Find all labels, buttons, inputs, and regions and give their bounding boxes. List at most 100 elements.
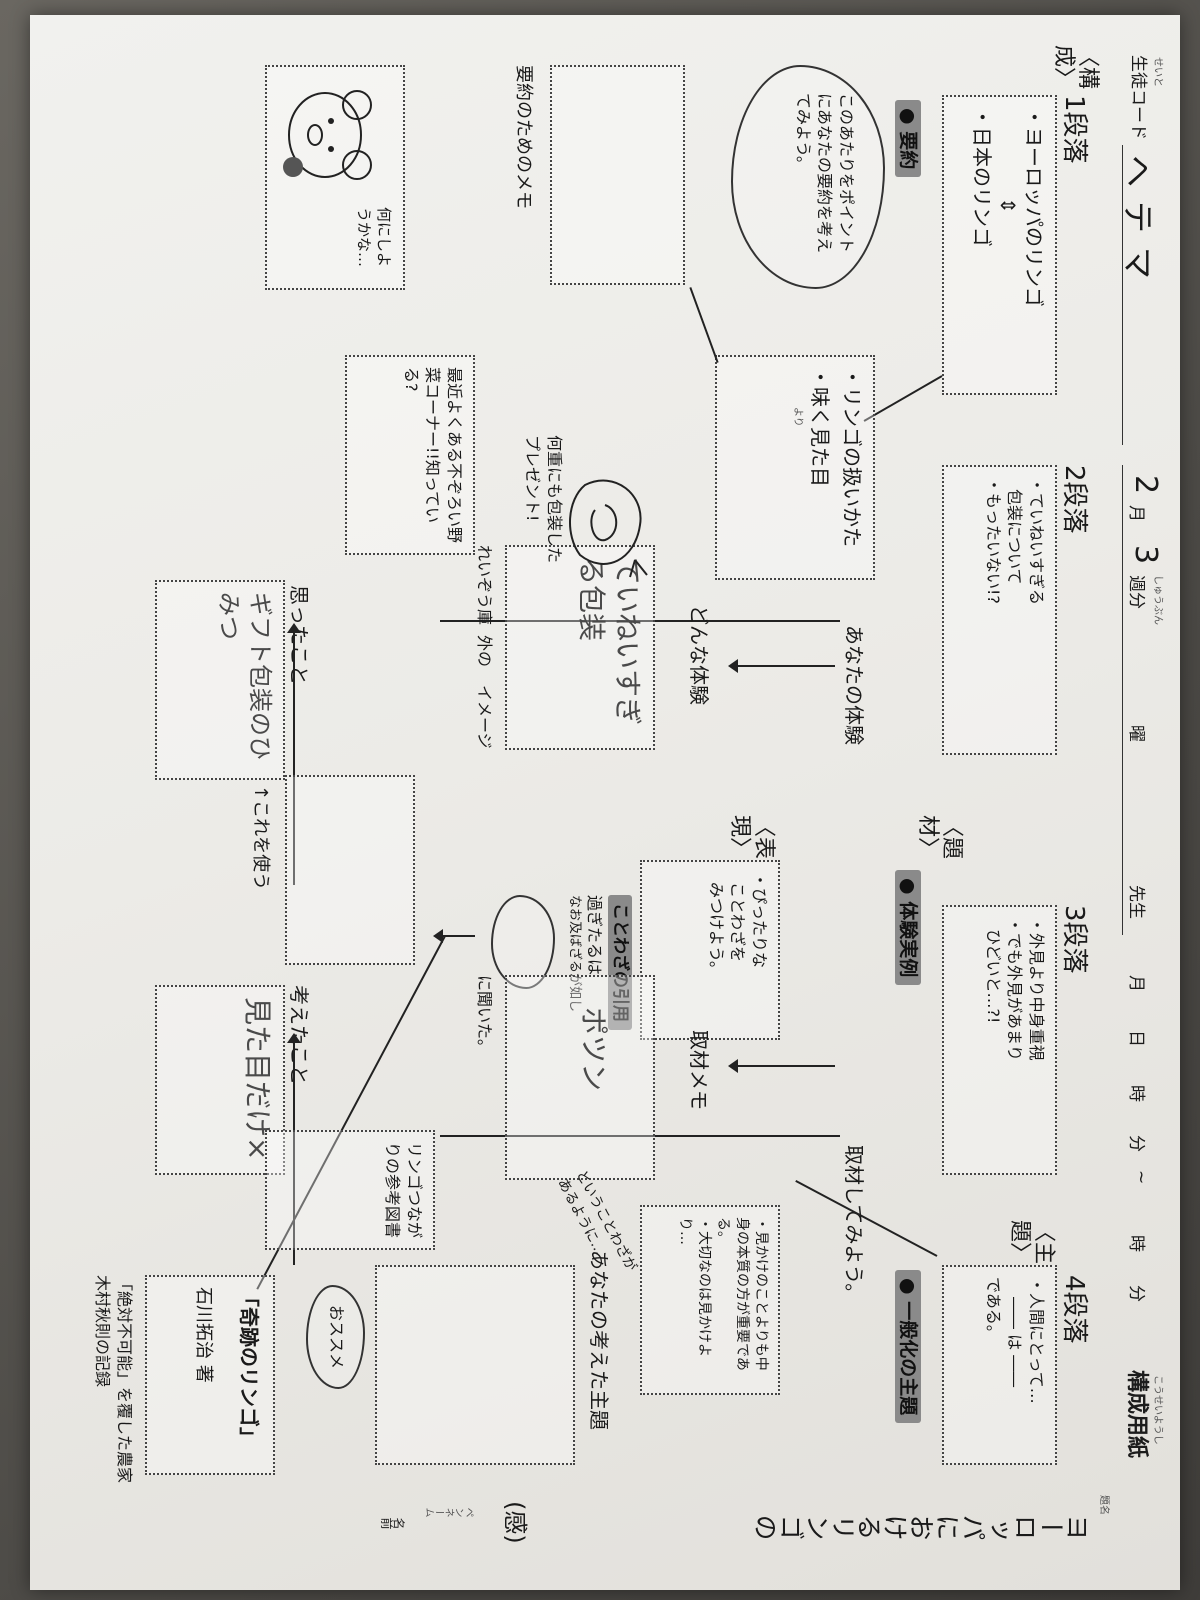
book-title: 「奇跡のリンゴ」 [237, 1287, 261, 1447]
references-box: リンゴつながりの参考図書 [265, 1130, 435, 1250]
header-underline-2 [1122, 465, 1123, 935]
theme-highlight: ● 一般化の主題 [895, 1270, 921, 1424]
s4-line3: である。 [983, 1277, 1003, 1341]
references-heading: リンゴつながりの参考図書 [383, 1142, 424, 1239]
s2-line3: ・もったいない!? [983, 477, 1003, 604]
experience-thought-box: ギフト包装のひみつ [155, 580, 285, 780]
date-hour: 時 [1126, 1085, 1146, 1102]
summary-detail1: ・リンゴの扱いかた [840, 367, 864, 547]
experience-thought-memo: ギフト包装のひみつ [214, 592, 274, 760]
expression-line2: ことわざを [728, 882, 748, 963]
theme-opinion-box [375, 1265, 575, 1465]
theme-mark: ヘテマ [1119, 155, 1157, 294]
summary-memo-connector [689, 287, 719, 363]
week-ruby: しゅうぶん [1152, 575, 1163, 625]
idea-box: 最近よくある不ぞろい野菜コーナー!!知っている? [345, 355, 475, 555]
summary-detail-box: ・リンゴの扱いかた ・味く見た目 より [715, 355, 875, 580]
summary-connector [863, 375, 943, 422]
s2-line2: 包装について [1005, 489, 1025, 585]
pen-name-label: ペンネーム [425, 1505, 475, 1516]
day-unit: 曜 [1126, 725, 1146, 742]
date-minute-end: 分 [1126, 1285, 1146, 1302]
s1-line2: ・日本のリンゴ [970, 107, 994, 247]
sheet-content: せいと 生徒コード ヘテマ 2 月 3 しゅうぶん 週分 曜 先生 月 日 時 … [35, 25, 1175, 1585]
experience-heading: あなたの体験 [842, 625, 866, 745]
experience-thought-label: 思ったこと [287, 585, 311, 685]
proverb-use-label: ↑これを使う [250, 785, 271, 891]
idea-box-text: 最近よくある不ぞろい野菜コーナー!!知っている? [401, 367, 464, 544]
handwritten-title: ヨーロッパにおけるリンゴの [753, 1510, 1091, 1540]
s1-heading: 1段落 [1059, 95, 1089, 164]
interview-arrow [730, 1065, 835, 1067]
s3-box: ・外見より中身重視 ・でも外見があまり ひどいと…?! [942, 905, 1057, 1175]
date-month: 月 [1126, 975, 1146, 992]
month-unit: 月 [1126, 505, 1146, 522]
month-value: 2 [1128, 475, 1163, 495]
gift-drawing-icon [569, 479, 648, 578]
theme-label: ● 一般化の主題 [895, 1270, 923, 1424]
s4-heading: 4段落 [1059, 1275, 1089, 1344]
expression-bracket: 〈表現〉 [726, 815, 776, 860]
s4-line1: ・人間にとって… [1027, 1277, 1046, 1404]
composition-sheet [30, 15, 1180, 1590]
name-label: 名前 [381, 1516, 405, 1530]
summary-label: ● 要約 [895, 100, 923, 178]
s3-line1: ・外見より中身重視 [1027, 917, 1046, 1061]
theme-opinion-label: あなたの考えた主題 [587, 1250, 611, 1430]
week-unit: 週分 [1126, 575, 1146, 609]
s3-heading: 3段落 [1059, 905, 1089, 974]
s4-line2: ―― は ―― [1005, 1297, 1025, 1388]
experience-arrow [730, 665, 835, 667]
summary-memo-label: 要約のためのメモ [513, 65, 534, 209]
experience-label: ● 体験実例 [895, 870, 923, 986]
expression-box: ・ぴったりな ことわざを みつけよう。 [640, 860, 780, 1040]
experience-prompt: どんな体験 [687, 605, 711, 705]
summary-cloud-text: このあたりをポイントにあなたの要約を考えてみよう。 [793, 93, 856, 254]
summary-highlight: ● 要約 [895, 100, 921, 178]
experience-note3: イメージ [475, 685, 494, 749]
theme-box: ・見かけのことよりも中身の本質の方が重要である。 ・大切なのは見かけより… [640, 1205, 780, 1395]
interview-memo-box: ポツン [505, 975, 655, 1180]
summary-memo-box [550, 65, 685, 285]
expression-line3: みつけよう。 [706, 882, 726, 978]
proverb-arrow [435, 935, 475, 937]
gift-note: 何重にも包装したプレゼント! [523, 435, 564, 564]
s1-arrow: ⇕ [996, 197, 1020, 214]
s3-line2: ・でも外見があまり [1005, 917, 1025, 1062]
summary-detail2: ・味く見た目 [808, 367, 832, 487]
mascot-box: 何にしようかな… [265, 65, 405, 290]
s1-line1: ・ヨーロッパのリンゴ [1022, 107, 1046, 307]
bear-icon [283, 90, 372, 180]
interview-memo: ポツン [577, 1007, 610, 1092]
experience-bracket: 〈題材〉 [914, 815, 964, 860]
proverb-box [285, 775, 415, 965]
date-minute: 分 [1126, 1135, 1146, 1152]
summary-detail2-ruby: より [792, 407, 803, 427]
student-code-label: 生徒コード [1128, 55, 1148, 140]
experience-note2: 外の [475, 635, 494, 668]
form-header: せいと 生徒コード ヘテマ 2 月 3 しゅうぶん 週分 曜 先生 月 日 時 … [1107, 45, 1167, 1565]
s4-box: ・人間にとって… ―― は ―― である。 [942, 1265, 1057, 1465]
book-author: 石川拓治 著 [193, 1287, 214, 1383]
form-title: 構成用紙 [1124, 1370, 1149, 1459]
interview-note: に聞いた。 [475, 975, 494, 1056]
theme-line1: ・見かけのことよりも中身の本質の方が重要である。 [715, 1217, 769, 1371]
s2-box: ・ていねいすぎる 包装について ・もったいない!? [942, 465, 1057, 755]
s2-heading: 2段落 [1059, 465, 1089, 534]
s4-bracket: 〈主題〉 [1006, 1220, 1056, 1265]
mascot-note: 何にしようかな… [355, 207, 394, 268]
title-label: 題名 [1098, 1495, 1109, 1515]
header-underline-1 [1122, 145, 1123, 445]
experience-note1: れいぞう庫 [475, 545, 494, 626]
s1-bracket: 〈構成〉 [1050, 45, 1100, 90]
book-intro: 「絶対不可能」を覆した農家 木村秋則の記録 [93, 1275, 134, 1484]
week-value: 3 [1128, 545, 1163, 565]
proverb-sub1: 過ぎたるは [585, 895, 604, 976]
interview-label: 取材メモ [687, 1030, 711, 1110]
date-hour-end: 時 [1126, 1235, 1146, 1252]
teacher-label: 先生 [1126, 885, 1146, 919]
theme-line2: ・大切なのは見かけより… [677, 1217, 713, 1357]
book-box: 「奇跡のリンゴ」 石川拓治 著 [145, 1275, 275, 1475]
student-code-ruby: せいと [1152, 57, 1163, 87]
date-tilde: ~ [1131, 1170, 1151, 1185]
